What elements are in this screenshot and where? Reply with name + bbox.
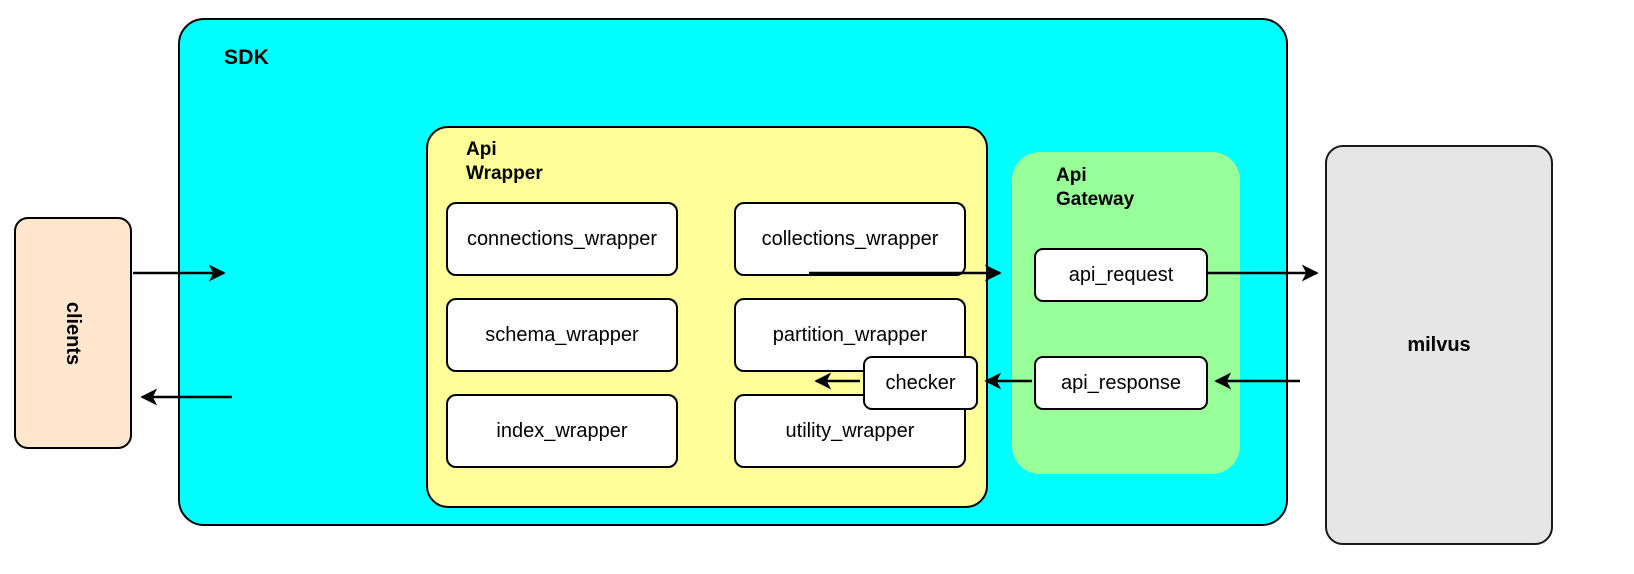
node-label: utility_wrapper [785,419,915,442]
sdk-container[interactable]: SDK Api Wrapper connections_wrapper coll… [178,18,1288,526]
clients-label: clients [62,301,85,365]
api-gateway-label-line1: Api [1056,165,1087,186]
node-label: connections_wrapper [466,227,658,250]
node-connections-wrapper[interactable]: connections_wrapper [446,202,678,276]
milvus-label: milvus [1407,333,1471,356]
milvus-box[interactable]: milvus [1325,145,1553,545]
node-schema-wrapper[interactable]: schema_wrapper [446,298,678,372]
api-gateway-label: Api Gateway [1056,164,1206,212]
node-partition-wrapper[interactable]: partition_wrapper [734,298,966,372]
node-collections-wrapper[interactable]: collections_wrapper [734,202,966,276]
node-label: schema_wrapper [485,323,639,346]
node-label: collections_wrapper [761,227,939,250]
sdk-label: SDK [224,46,269,69]
node-label: api_request [1068,263,1174,286]
api-wrapper-container[interactable]: Api Wrapper connections_wrapper collecti… [426,126,988,508]
node-label: checker [885,371,956,394]
node-label: partition_wrapper [772,323,928,346]
node-api-response[interactable]: api_response [1034,356,1208,410]
api-gateway-container[interactable]: Api Gateway api_request api_response [1012,152,1240,474]
clients-box[interactable]: clients [14,217,132,449]
node-label: index_wrapper [496,419,628,442]
node-index-wrapper[interactable]: index_wrapper [446,394,678,468]
api-gateway-label-line2: Gateway [1056,188,1135,210]
node-api-request[interactable]: api_request [1034,248,1208,302]
api-wrapper-label-line1: Api [466,139,497,160]
node-checker[interactable]: checker [863,356,978,410]
api-wrapper-label: Api Wrapper [466,138,596,186]
node-label: api_response [1060,371,1182,394]
api-wrapper-label-line2: Wrapper [466,162,543,184]
node-utility-wrapper[interactable]: utility_wrapper [734,394,966,468]
